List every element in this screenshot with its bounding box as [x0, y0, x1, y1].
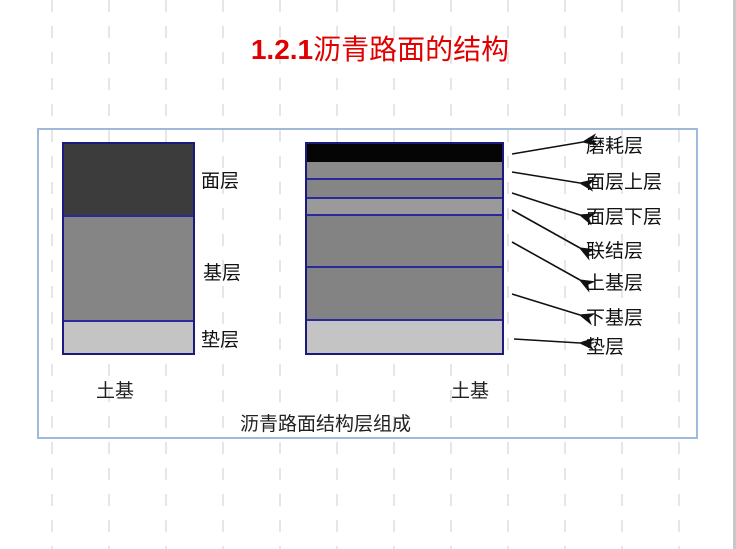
slide-right-edge — [733, 0, 736, 549]
layer-wearing — [307, 144, 502, 162]
layer-base — [64, 215, 193, 320]
title-number: 1.2.1 — [250, 34, 314, 65]
layer-cushion — [64, 320, 193, 353]
layer-surface — [64, 144, 193, 215]
label-lower-base: 下基层 — [586, 307, 644, 329]
label-surface: 面层 — [201, 170, 240, 192]
layer-lower-surface — [307, 178, 502, 197]
title-text: 沥青路面的结构 — [313, 33, 510, 66]
label-binder: 联结层 — [586, 240, 644, 262]
diagram-caption: 沥青路面结构层组成 — [240, 413, 412, 435]
layer-lower-base — [307, 266, 502, 319]
layer-upper-base — [307, 214, 502, 266]
label-upper-base: 上基层 — [586, 272, 644, 294]
subgrade-label-left: 土基 — [96, 380, 135, 402]
label-lower-surface: 面层下层 — [586, 206, 663, 228]
label-cushion-detailed: 垫层 — [586, 336, 625, 358]
layer-cushion-detailed — [307, 319, 502, 353]
subgrade-label-right: 土基 — [451, 380, 490, 402]
label-cushion: 垫层 — [201, 329, 240, 351]
layer-binder — [307, 197, 502, 214]
slide-title: 1.2.1沥青路面的结构 — [0, 28, 736, 68]
label-wearing: 磨耗层 — [586, 135, 644, 157]
simple-structure-column — [62, 142, 195, 355]
layer-upper-surface — [307, 162, 502, 178]
diagram-frame — [37, 128, 698, 439]
detailed-structure-column — [305, 142, 504, 355]
label-upper-surface: 面层上层 — [586, 171, 663, 193]
label-base: 基层 — [203, 262, 242, 284]
